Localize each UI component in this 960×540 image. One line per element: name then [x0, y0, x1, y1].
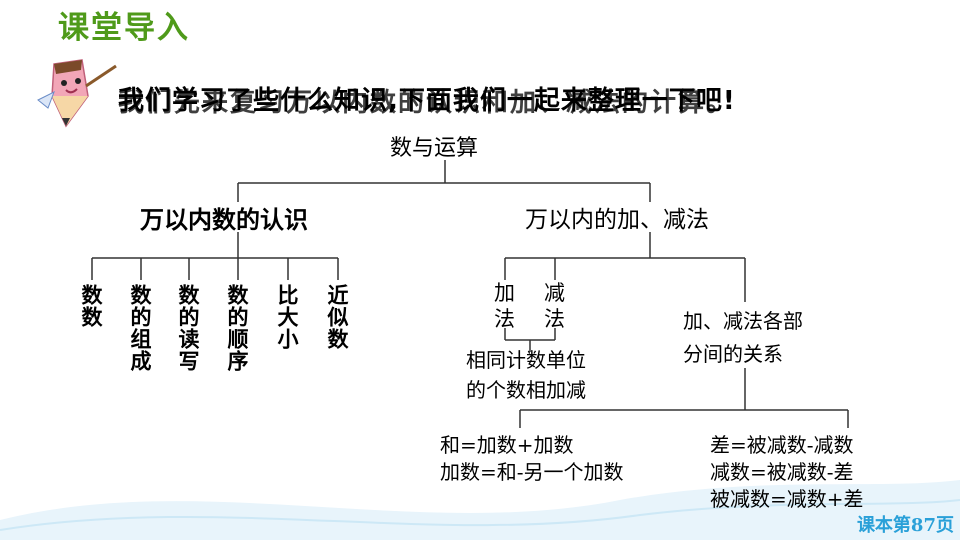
pencil-mascot-icon — [37, 59, 117, 128]
leaf-composition: 数的组成 — [128, 284, 153, 372]
leaf-addition: 加法 — [494, 281, 516, 331]
leaf-compare: 比大小 — [275, 284, 300, 350]
relation-line-2: 分间的关系 — [683, 342, 783, 366]
formula-add-1: 和=加数+加数 — [440, 433, 574, 457]
page-number-label: 课本第87页 — [856, 515, 954, 536]
page-title: 课堂导入 — [58, 10, 190, 46]
formula-sub-1: 差=被减数-减数 — [710, 433, 854, 457]
branch-add-subtract: 万以内的加、减法 — [525, 207, 709, 233]
rule-line-2: 的个数相加减 — [466, 378, 586, 402]
formula-sub-3: 被减数=减数+差 — [710, 487, 864, 511]
relation-line-1: 加、减法各部 — [683, 309, 803, 333]
intro-sentence-1: 我们学习了些什么知识,下面我们一起来整理一下吧! — [118, 86, 736, 116]
rule-line-1: 相同计数单位 — [466, 348, 586, 372]
formula-sub-2: 减数=被减数-差 — [710, 460, 854, 484]
leaf-read-write: 数的读写 — [176, 284, 201, 372]
intro-sentence-2: 我们先来复习万以内数的认识和加、减法的计算。 — [118, 88, 735, 118]
formula-add-2: 加数=和-另一个加数 — [440, 460, 624, 484]
leaf-approximate: 近似数 — [325, 284, 350, 350]
background-wave — [0, 480, 960, 540]
leaf-subtraction: 减法 — [544, 281, 566, 331]
leaf-order: 数的顺序 — [225, 284, 250, 372]
leaf-counting: 数数 — [79, 284, 104, 328]
tree-root: 数与运算 — [390, 136, 479, 161]
branch-number-recognition: 万以内数的认识 — [140, 205, 308, 234]
